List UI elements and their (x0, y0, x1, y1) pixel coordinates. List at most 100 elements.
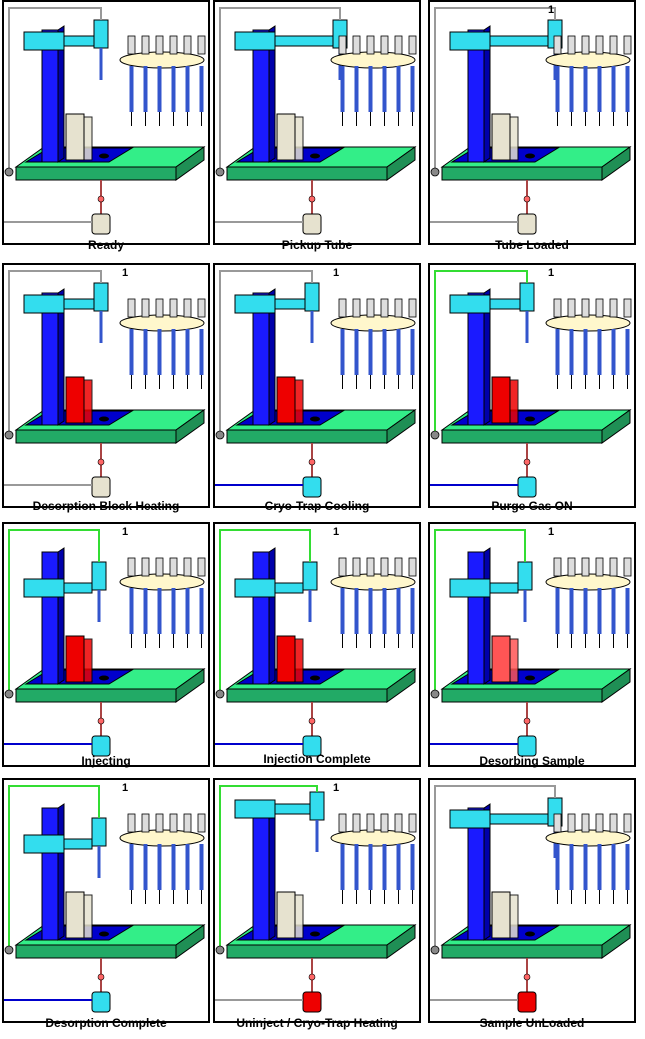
tube-carousel (330, 298, 417, 389)
apparatus-illustration (4, 785, 206, 1013)
cryo-trap (430, 702, 537, 757)
sample-tube (276, 635, 304, 683)
column (467, 288, 491, 426)
apparatus-illustration (4, 529, 206, 757)
cryo-trap (430, 443, 537, 498)
sample-tube (65, 376, 93, 424)
step-caption: Purge Gas ON (491, 499, 573, 513)
sample-tube (276, 891, 304, 939)
process-step-panel: 1 (213, 522, 421, 767)
tube-carousel (545, 35, 632, 126)
sampler-head (449, 797, 563, 858)
sampler-head (234, 561, 318, 622)
tube-position-marker: 1 (548, 267, 555, 279)
tube-position-marker: 1 (548, 4, 555, 16)
purge-gas-line (4, 785, 100, 955)
tube-carousel (330, 813, 417, 904)
step-caption: Cryo-Trap Cooling (264, 499, 370, 513)
column (467, 547, 491, 685)
sampler-head (449, 561, 533, 622)
apparatus-illustration (215, 785, 417, 1013)
sampler-head (234, 19, 348, 80)
column (252, 288, 276, 426)
tube-position-marker: 1 (122, 782, 129, 794)
column (41, 25, 65, 163)
purge-gas-line (430, 7, 556, 177)
cryo-trap (430, 180, 537, 235)
step-caption: Desorbing Sample (479, 754, 585, 768)
process-step-panel: 1 (2, 522, 210, 767)
cryo-trap (4, 180, 111, 235)
sampler-head (23, 561, 107, 622)
tube-position-marker: 1 (122, 267, 129, 279)
apparatus-illustration (4, 7, 206, 235)
step-caption: Injecting (81, 754, 131, 768)
process-step-panel: 1 (428, 263, 636, 508)
cryo-trap (215, 180, 322, 235)
apparatus-illustration (430, 270, 632, 498)
apparatus-illustration (430, 785, 632, 1013)
apparatus-illustration (215, 7, 417, 235)
column (252, 803, 276, 941)
sample-tube (276, 376, 304, 424)
tube-position-marker: 1 (548, 526, 555, 538)
column (467, 25, 491, 163)
cryo-trap (215, 443, 322, 498)
sample-tube (491, 635, 519, 683)
tube-position-marker: 1 (333, 267, 340, 279)
process-step-panel: 1 (428, 0, 636, 245)
tube-carousel (119, 35, 206, 126)
sampler-head (234, 282, 320, 343)
step-caption: Desorption Complete (45, 1016, 167, 1030)
column (41, 803, 65, 941)
tube-position-marker: 1 (122, 526, 129, 538)
column (252, 547, 276, 685)
apparatus-illustration (430, 7, 632, 235)
purge-gas-line (215, 785, 318, 955)
tube-carousel (119, 557, 206, 648)
sample-tube (65, 635, 93, 683)
purge-gas-line (215, 7, 341, 177)
process-step-panel (2, 0, 210, 245)
step-caption: Uninject / Cryo-Trap Heating (236, 1016, 398, 1030)
process-step-panel: 1 (2, 263, 210, 508)
apparatus-illustration (215, 270, 417, 498)
tube-carousel (330, 557, 417, 648)
apparatus-illustration (215, 529, 417, 757)
purge-gas-line (4, 7, 102, 177)
step-caption: Ready (87, 238, 125, 252)
sample-tube (276, 113, 304, 161)
step-caption: Sample UnLoaded (479, 1016, 585, 1030)
cryo-trap (4, 443, 111, 498)
process-step-panel: 1 (213, 263, 421, 508)
step-caption: Pickup Tube (281, 238, 353, 252)
column (41, 547, 65, 685)
tube-carousel (330, 35, 417, 126)
tube-carousel (119, 298, 206, 389)
apparatus-illustration (4, 270, 206, 498)
sampler-head (449, 19, 563, 80)
step-caption: Injection Complete (263, 752, 371, 766)
tube-position-marker: 1 (333, 526, 340, 538)
process-step-panel (213, 0, 421, 245)
column (252, 25, 276, 163)
cryo-trap (215, 702, 322, 757)
sampler-head (23, 282, 109, 343)
cryo-trap (215, 958, 322, 1013)
column (467, 803, 491, 941)
tube-carousel (545, 298, 632, 389)
sample-tube (491, 113, 519, 161)
step-caption: Desorption Block Heating (32, 499, 180, 513)
sampler-head (23, 19, 109, 80)
purge-gas-line (4, 270, 102, 440)
tube-carousel (119, 813, 206, 904)
purge-gas-line (430, 270, 528, 440)
purge-gas-line (215, 529, 311, 699)
apparatus-illustration (430, 529, 632, 757)
purge-gas-line (430, 529, 526, 699)
sample-tube (491, 891, 519, 939)
process-step-panel: 1 (213, 778, 421, 1023)
cryo-trap (430, 958, 537, 1013)
sampler-head (234, 791, 325, 852)
sample-tube (491, 376, 519, 424)
